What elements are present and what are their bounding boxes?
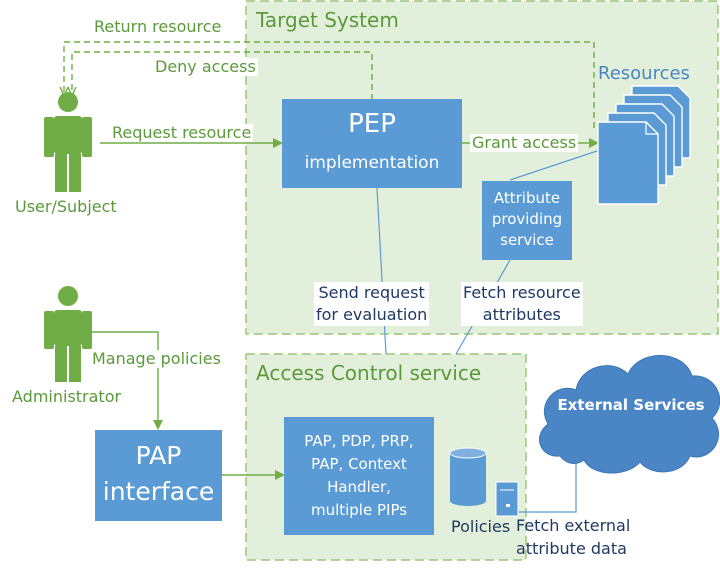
return-resource-arrow bbox=[64, 41, 595, 128]
pap-interface-line-1: PAP bbox=[135, 441, 182, 470]
fetch-resource-line-2: attributes bbox=[482, 305, 561, 324]
grant-access-label: Grant access bbox=[470, 133, 579, 153]
return-resource-label: Return resource bbox=[92, 17, 224, 37]
fetch-external-line-2: attribute data bbox=[516, 539, 627, 558]
acs-components-line-4: multiple PIPs bbox=[310, 501, 408, 519]
external-services-label: External Services bbox=[557, 396, 705, 414]
user-person-icon bbox=[44, 92, 92, 192]
external-services-cloud bbox=[538, 355, 720, 474]
fetch-external-label: Fetch external attribute data bbox=[516, 514, 630, 560]
attribute-service-line-1: Attribute bbox=[493, 189, 561, 207]
fetch-resource-label: Fetch resource attributes bbox=[461, 282, 583, 326]
pep-box bbox=[282, 99, 462, 188]
acs-components-label: PAP, PDP, PRP, PAP, Context Handler, mul… bbox=[284, 430, 434, 522]
send-request-line-1: Send request bbox=[318, 283, 425, 302]
administrator-person-icon bbox=[44, 286, 92, 382]
send-request-line-2: for evaluation bbox=[316, 305, 428, 324]
deny-access-label: Deny access bbox=[153, 57, 258, 77]
request-resource-label: Request resource bbox=[110, 123, 254, 143]
resources-documents-icon bbox=[597, 85, 691, 205]
policies-to-cloud-line bbox=[518, 462, 577, 513]
attribute-service-line-3: service bbox=[500, 231, 554, 249]
pap-interface-box bbox=[95, 430, 222, 521]
access-control-title: Access Control service bbox=[256, 361, 482, 385]
fetch-resource-line-1: Fetch resource bbox=[463, 283, 581, 302]
pep-to-acs-line bbox=[376, 187, 387, 355]
acs-components-line-3: Handler, bbox=[327, 478, 391, 496]
send-request-label: Send request for evaluation bbox=[314, 282, 430, 326]
administrator-label: Administrator bbox=[12, 387, 122, 406]
attribute-service-label: Attribute providing service bbox=[482, 188, 572, 251]
pep-subtitle: implementation bbox=[304, 153, 440, 173]
user-label: User/Subject bbox=[15, 197, 117, 216]
pap-interface-label: PAP interface bbox=[95, 438, 222, 510]
server-icon bbox=[495, 481, 519, 517]
acs-components-line-1: PAP, PDP, PRP, bbox=[304, 432, 414, 450]
resources-title: Resources bbox=[598, 63, 690, 84]
pep-title: PEP bbox=[348, 109, 396, 139]
attribute-service-box bbox=[482, 181, 572, 260]
acs-components-box bbox=[284, 417, 434, 535]
pap-interface-line-2: interface bbox=[102, 477, 215, 506]
attr-to-resources-line bbox=[509, 149, 601, 181]
attribute-service-line-2: providing bbox=[491, 210, 563, 228]
deny-access-arrow bbox=[72, 51, 373, 100]
policies-database-icon bbox=[449, 447, 487, 506]
policies-label: Policies bbox=[451, 517, 511, 536]
manage-policies-label: Manage policies bbox=[90, 349, 223, 369]
acs-components-line-2: PAP, Context bbox=[311, 455, 407, 473]
target-system-title: Target System bbox=[256, 8, 399, 32]
fetch-external-line-1: Fetch external bbox=[516, 516, 631, 535]
manage-policies-arrow bbox=[85, 331, 163, 430]
